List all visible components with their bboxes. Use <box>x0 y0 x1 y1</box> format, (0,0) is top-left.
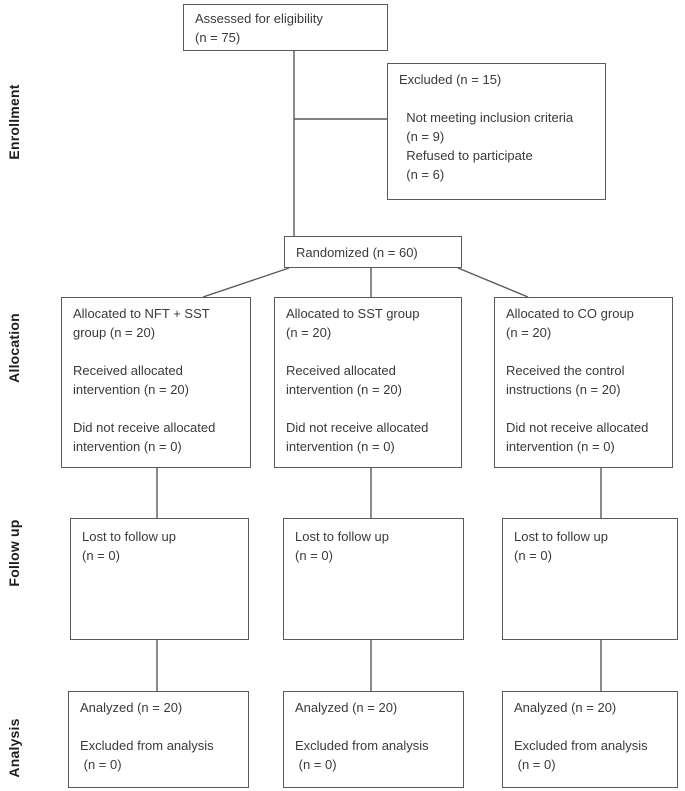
box-text-line: Received the control <box>506 363 625 378</box>
stage-label-enrollment: Enrollment <box>6 84 22 160</box>
box-analysis-nft-sst-group: Analyzed (n = 20)Excluded from analysis … <box>68 691 249 788</box>
box-text-line: Excluded (n = 15) <box>399 72 502 87</box>
box-text-line: Analyzed (n = 20) <box>514 700 617 715</box>
box-text-line: (n = 0) <box>82 548 120 563</box>
box-text-line <box>514 717 671 736</box>
stage-label-followup: Follow up <box>6 519 22 587</box>
box-text-line <box>506 342 666 361</box>
box-text-line: Refused to participate <box>399 148 533 163</box>
box-analysis-co-group: Analyzed (n = 20)Excluded from analysis … <box>502 691 678 788</box>
box-text-line: Randomized (n = 60) <box>296 245 418 260</box>
box-text-line <box>506 399 666 418</box>
box-excluded: Excluded (n = 15) Not meeting inclusion … <box>387 63 606 200</box>
box-followup-sst-group: Lost to follow up (n = 0) <box>283 518 464 640</box>
box-text-line: intervention (n = 0) <box>506 439 615 454</box>
box-text-line: Analyzed (n = 20) <box>80 700 183 715</box>
box-text-line <box>73 399 244 418</box>
stage-label-analysis: Analysis <box>6 718 22 778</box>
box-assessed-eligibility: Assessed for eligibility (n = 75) <box>183 4 388 51</box>
box-text-line: instructions (n = 20) <box>506 382 621 397</box>
connector-randomized-to-alloc-left <box>202 267 290 298</box>
box-text-line <box>80 717 242 736</box>
box-text-line: (n = 6) <box>399 167 445 182</box>
box-text-line: Did not receive allocated <box>286 420 429 435</box>
box-text-line: Allocated to CO group <box>506 306 634 321</box>
box-analysis-sst-group: Analyzed (n = 20)Excluded from analysis … <box>283 691 464 788</box>
box-text-line: (n = 0) <box>295 548 333 563</box>
box-text-line: Excluded from analysis <box>295 738 429 753</box>
box-text-line: Excluded from analysis <box>514 738 648 753</box>
box-allocated-co-group: Allocated to CO group (n = 20) Received th… <box>494 297 673 468</box>
connector-randomized-to-alloc-right <box>457 267 529 298</box>
box-text-line <box>286 399 455 418</box>
box-text-line: intervention (n = 20) <box>73 382 189 397</box>
box-text-line: Lost to follow up <box>82 529 176 544</box>
box-text-line: group (n = 20) <box>73 325 156 340</box>
box-text-line: Lost to follow up <box>295 529 389 544</box>
box-randomized: Randomized (n = 60) <box>284 236 462 268</box>
box-text-line: (n = 20) <box>286 325 332 340</box>
box-text-line <box>295 717 457 736</box>
box-text-line: Allocated to SST group <box>286 306 420 321</box>
box-text-line: (n = 9) <box>399 129 445 144</box>
box-text-line: Lost to follow up <box>514 529 608 544</box>
box-text-line: (n = 0) <box>514 548 552 563</box>
box-text-line: Received allocated <box>286 363 396 378</box>
box-text-line: (n = 20) <box>506 325 552 340</box>
box-text-line: intervention (n = 0) <box>286 439 395 454</box>
box-text-line <box>286 342 455 361</box>
box-text-line: Excluded from analysis <box>80 738 214 753</box>
stage-label-allocation: Allocation <box>6 313 22 383</box>
box-text-line: (n = 75) <box>195 30 241 45</box>
box-text-line <box>399 89 599 108</box>
box-text-line: Not meeting inclusion criteria <box>399 110 574 125</box>
box-followup-nft-sst-group: Lost to follow up (n = 0) <box>70 518 249 640</box>
box-allocated-nft-sst-group: Allocated to NFT + SST group (n = 20) Rece… <box>61 297 251 468</box>
box-text-line: (n = 0) <box>295 757 337 772</box>
box-followup-co-group: Lost to follow up (n = 0) <box>502 518 678 640</box>
box-text-line <box>73 342 244 361</box>
box-text-line: (n = 0) <box>80 757 122 772</box>
box-text-line: Assessed for eligibility <box>195 11 323 26</box>
box-text-line: intervention (n = 0) <box>73 439 182 454</box>
box-text-line: Did not receive allocated <box>73 420 216 435</box>
box-text-line: Allocated to NFT + SST <box>73 306 210 321</box>
box-allocated-sst-group: Allocated to SST group (n = 20) Received a… <box>274 297 462 468</box>
box-text-line: Received allocated <box>73 363 183 378</box>
box-text-line: intervention (n = 20) <box>286 382 402 397</box>
box-text-line: Analyzed (n = 20) <box>295 700 398 715</box>
box-text-line: (n = 0) <box>514 757 556 772</box>
box-text-line: Did not receive allocated <box>506 420 649 435</box>
